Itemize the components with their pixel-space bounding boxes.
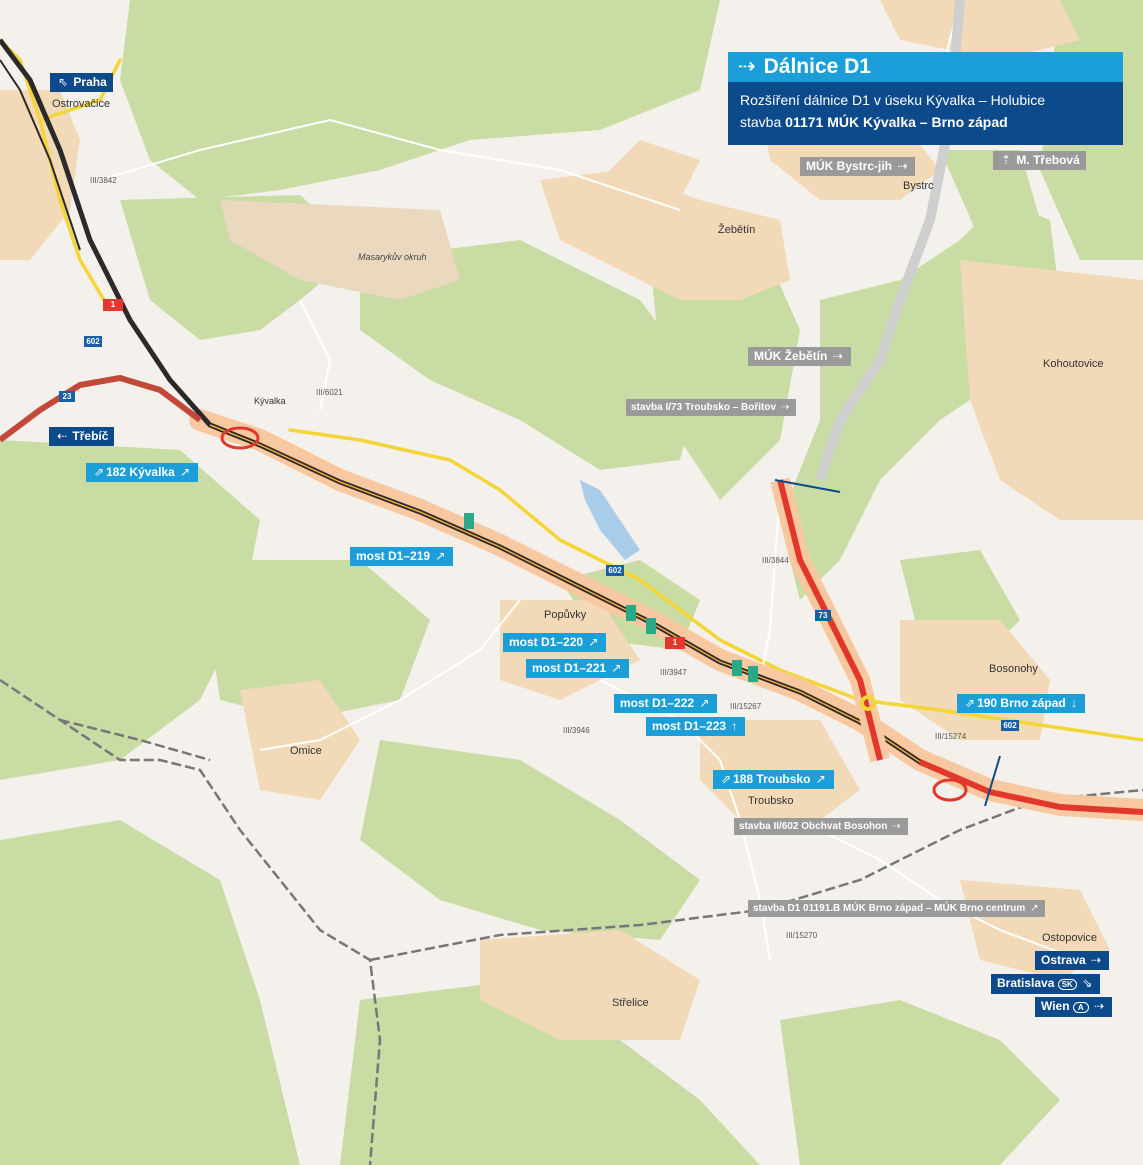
arrow-up-icon: ⇡ [1001,153,1012,167]
section-boundaries [774,479,1001,807]
arrow-down-icon: ↓ [1071,696,1078,710]
motorway-exit-icon: ⇗ [94,465,105,479]
sign-ostrava[interactable]: Ostrava ⇢ [1035,951,1110,970]
sign-most-219[interactable]: most D1–219 ↗ [350,547,454,566]
sign-m-trebova[interactable]: ⇡ M. Třebová [993,151,1086,170]
arrow-up-right-icon: ↗ [815,772,826,786]
town-label: Omice [290,745,322,757]
sign-wien[interactable]: Wien A ⇢ [1035,997,1113,1017]
road-number-label: III/15274 [935,732,967,741]
badge-602: 602 [84,336,102,347]
country-badge-sk: SK [1057,979,1077,990]
sign-muk-bystrc[interactable]: MÚK Bystrc-jih ⇢ [800,157,916,176]
motorway-exit-icon: ⇗ [965,696,976,710]
arrow-up-icon: ↑ [731,719,738,733]
town-label: Bystrc [903,180,934,192]
arrow-down-right-icon: ⇘ [1082,976,1093,990]
title-bar: ⇢ Dálnice D1 [728,52,1123,82]
sign-stavba-i73[interactable]: stavba I/73 Troubsko – Bořitov ⇢ [626,399,797,416]
arrow-up-left-icon: ⇖ [58,75,69,89]
motorway-d1 [0,38,1143,821]
bridge-markers [464,513,758,682]
town-label: Popůvky [544,609,587,621]
town-label: Kohoutovice [1043,358,1104,370]
road-number-label: III/15270 [786,931,818,940]
sign-exit-188[interactable]: ⇗188 Troubsko ↗ [713,770,834,789]
road-number-label: III/3947 [660,668,687,677]
dotted-arrow-right-icon: ⇢ [738,55,756,78]
dotted-arrow-right-icon: ⇢ [1094,999,1105,1013]
interchanges [220,426,968,802]
dotted-arrow-right-icon: ⇢ [1091,953,1102,967]
sign-bratislava[interactable]: Bratislava SK ⇘ [991,974,1101,994]
sign-muk-zebetin[interactable]: MÚK Žebětín ⇢ [748,347,851,366]
badge-d1: 1 [103,299,123,311]
road-i73 [777,479,883,761]
sign-exit-182[interactable]: ⇗182 Kývalka ↗ [86,463,199,482]
road-number-label: III/15267 [730,702,762,711]
sign-exit-190[interactable]: ⇗190 Brno západ ↓ [957,694,1086,713]
arrow-up-right-icon: ↗ [588,635,599,649]
arrow-up-right-icon: ↗ [435,549,446,563]
country-badge-a: A [1072,1002,1089,1013]
motorway-exit-icon: ⇗ [721,772,732,786]
road-23 [0,374,202,443]
road-number-label: III/3946 [563,726,590,735]
title-panel: ⇢ Dálnice D1 Rozšíření dálnice D1 v úseku… [728,52,1123,145]
town-label: Střelice [612,997,649,1009]
town-label: Ostopovice [1042,932,1098,944]
dotted-arrow-right-icon: ⇢ [892,821,901,832]
sign-trebic[interactable]: ⇠ Třebíč [49,427,115,446]
dotted-arrow-right-icon: ⇢ [897,159,908,173]
town-label: Troubsko [748,795,794,807]
badge-602: 602 [1001,720,1019,731]
arrow-up-right-icon: ↗ [699,696,710,710]
badge-23: 23 [59,391,75,402]
sign-most-220[interactable]: most D1–220 ↗ [503,633,607,652]
arrow-up-right-icon: ↗ [1030,903,1039,914]
badge-73: 73 [815,610,831,621]
road-number-label: III/6021 [316,388,343,397]
sign-most-223[interactable]: most D1–223 ↑ [646,717,746,736]
town-label: Žebětín [718,224,756,236]
landmark-label: Masarykův okruh [358,252,427,262]
sign-praha[interactable]: ⇖ Praha [50,73,113,92]
title-body: Rozšíření dálnice D1 v úseku Kývalka – H… [728,82,1123,145]
badge-d1: 1 [665,637,685,649]
title-line2: stavba 01171 MÚK Kývalka – Brno západ [740,114,1008,130]
title-heading: Dálnice D1 [763,55,871,78]
sign-stavba-ii602[interactable]: stavba II/602 Obchvat Bosohon ⇢ [734,818,908,835]
road-number-label: III/3842 [90,176,117,185]
badge-602: 602 [606,565,624,576]
sign-stavba-d1-01191[interactable]: stavba D1 01191.B MÚK Brno západ – MÚK B… [748,900,1046,917]
arrow-up-right-icon: ↗ [180,465,191,479]
arrow-up-right-icon: ↗ [611,661,622,675]
water-reservoir [580,480,640,560]
arrow-left-icon: ⇠ [57,429,68,443]
town-label: Ostrovačice [52,98,111,110]
sign-most-222[interactable]: most D1–222 ↗ [614,694,718,713]
dotted-arrow-right-icon: ⇢ [780,402,790,413]
town-label: Kývalka [254,396,286,406]
road-number-label: III/3844 [762,556,789,565]
town-label: Bosonohy [989,663,1038,675]
sign-most-221[interactable]: most D1–221 ↗ [526,659,630,678]
title-line1: Rozšíření dálnice D1 v úseku Kývalka – H… [740,92,1046,108]
dotted-arrow-right-icon: ⇢ [832,349,843,363]
